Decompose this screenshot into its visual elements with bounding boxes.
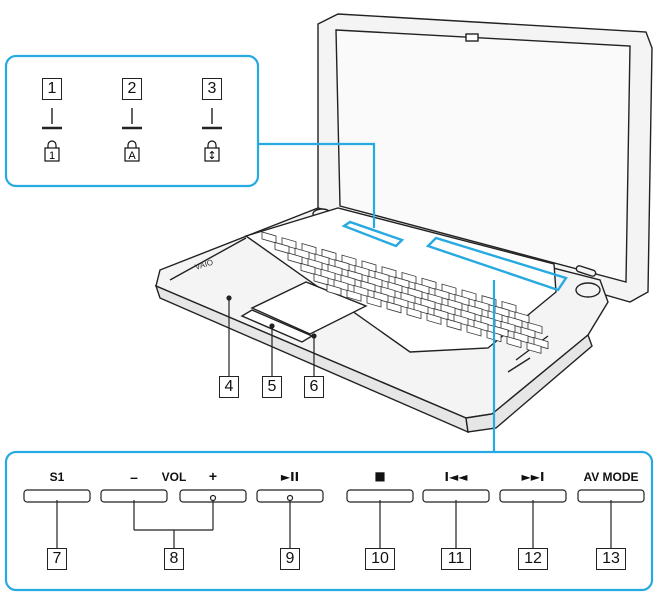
callout-4: 4 — [219, 376, 239, 398]
caps-lock-icon: A — [124, 140, 140, 166]
keyboard-key — [313, 273, 329, 286]
scroll-lock-glyph: ↕ — [207, 149, 216, 162]
keyboard-key — [426, 312, 442, 325]
media-panel-frame — [4, 450, 654, 592]
keyboard-key — [274, 241, 290, 254]
keyboard-key — [261, 231, 277, 244]
keyboard-key — [406, 307, 422, 320]
callout-5: 5 — [262, 376, 282, 398]
indicator-leader — [258, 142, 376, 228]
callout-12: 12 — [518, 548, 548, 570]
callout-6: 6 — [304, 376, 324, 398]
callout-11: 11 — [441, 548, 471, 570]
callout-8: 8 — [164, 548, 184, 570]
media-leaders — [56, 494, 612, 548]
webcam — [465, 33, 479, 42]
keyboard-key — [506, 336, 522, 349]
callout-3: 3 — [202, 78, 222, 100]
label-av-mode: AV MODE — [583, 470, 639, 484]
laptop-screen — [335, 29, 631, 283]
scroll-lock-icon: ↕ — [204, 140, 220, 166]
callout-7: 7 — [47, 548, 67, 570]
label-next: ►►I — [521, 470, 545, 484]
callout-9: 9 — [280, 548, 300, 570]
label-previous: I◄◄ — [444, 470, 468, 484]
indicator-highlight — [341, 220, 405, 248]
label-vol-minus: – — [130, 469, 138, 485]
highlights — [4, 54, 654, 592]
label-vol-plus: + — [208, 468, 218, 484]
keyboard-keys — [261, 231, 549, 354]
keyboard-key — [526, 341, 542, 354]
keyboard-key — [366, 295, 382, 308]
label-s1: S1 — [49, 470, 65, 484]
caps-lock-glyph: A — [128, 150, 136, 162]
keyboard-key — [386, 301, 402, 314]
keyboard-key — [466, 324, 482, 337]
keyboard-key — [446, 318, 462, 331]
keyboard-key — [287, 252, 303, 265]
indicator-panel-frame — [4, 54, 260, 188]
keyboard-key — [300, 262, 316, 275]
palm-rest-line — [169, 237, 247, 281]
callout-13: 13 — [596, 548, 626, 570]
callout-10: 10 — [365, 548, 395, 570]
num-lock-icon: 1 — [44, 140, 60, 166]
num-lock-glyph: 1 — [49, 150, 55, 162]
media-buttons — [23, 489, 645, 503]
indicator-leds — [42, 108, 222, 130]
label-vol: VOL — [161, 470, 187, 484]
hinge-right — [575, 282, 601, 298]
laptop-right-edge — [465, 333, 593, 433]
label-play-pause: ►II — [280, 470, 300, 484]
callout-2: 2 — [122, 78, 142, 100]
keyboard-key — [326, 283, 342, 296]
label-stop: ■ — [374, 469, 386, 483]
touchpad — [250, 281, 368, 335]
power-indicator — [575, 265, 597, 277]
keyboard-key — [346, 289, 362, 302]
laptop — [154, 13, 653, 434]
button-strip-highlight — [425, 236, 568, 292]
callout-1: 1 — [42, 78, 62, 100]
touchpad-leaders — [226, 295, 317, 376]
